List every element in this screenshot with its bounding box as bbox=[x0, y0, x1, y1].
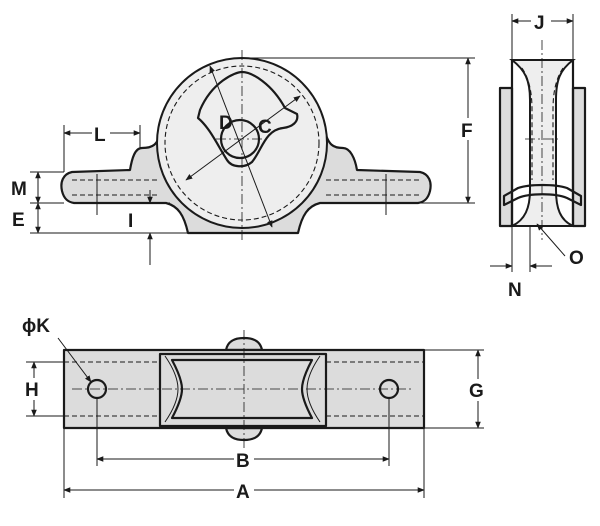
label-B: B bbox=[236, 451, 250, 472]
dimension-O-leader bbox=[536, 223, 566, 257]
side-view bbox=[490, 14, 587, 272]
side-sheave bbox=[509, 59, 576, 227]
dimension-D-leader bbox=[185, 95, 301, 181]
label-J: J bbox=[534, 13, 545, 34]
sheave-slot bbox=[158, 352, 328, 428]
side-plate-left bbox=[498, 86, 514, 228]
label-O: O bbox=[569, 248, 584, 269]
side-groove-hidden-left bbox=[521, 67, 533, 180]
label-N: N bbox=[508, 280, 522, 301]
left-bolt-hole-hidden bbox=[72, 179, 158, 196]
label-H: H bbox=[25, 380, 39, 401]
label-D: D bbox=[219, 113, 233, 134]
side-groove-hidden-right bbox=[552, 67, 564, 180]
top-view bbox=[26, 330, 484, 498]
dimension-K-leader bbox=[57, 337, 92, 383]
sheave-groove-left bbox=[164, 355, 179, 423]
side-saddle bbox=[502, 183, 583, 207]
label-F: F bbox=[461, 121, 473, 142]
label-E: E bbox=[12, 210, 25, 231]
side-plate-right bbox=[571, 86, 587, 228]
label-G: G bbox=[469, 381, 484, 402]
label-L: L bbox=[94, 125, 106, 146]
label-C: C bbox=[258, 117, 272, 138]
dimension-labels: L M E I D C F J O N ϕK H G B A bbox=[11, 10, 584, 503]
sheave-top-view bbox=[170, 358, 314, 420]
label-K: ϕK bbox=[22, 316, 50, 337]
label-I: I bbox=[128, 211, 133, 232]
label-A: A bbox=[236, 482, 250, 503]
label-M: M bbox=[11, 179, 27, 200]
front-view bbox=[30, 50, 475, 265]
